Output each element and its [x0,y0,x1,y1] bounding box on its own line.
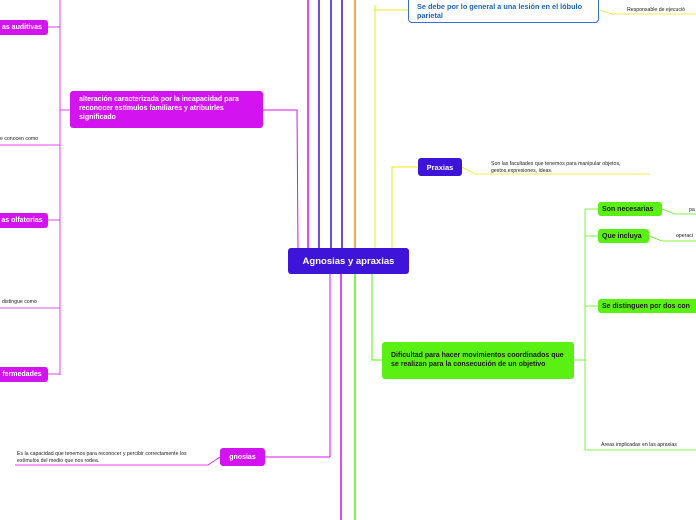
node-agnosias-olfatorias[interactable]: as olfatorias [0,213,48,228]
node-se-distinguen[interactable]: Se distinguen por dos con [598,299,696,313]
node-gnosias[interactable]: gnosias [220,448,265,466]
node-que-incluya[interactable]: Que incluya [598,229,649,243]
text-operaci: operaci [676,233,694,239]
node-enfermedades[interactable]: fermedades [0,367,48,382]
node-alteracion[interactable]: alteración caracterizada por la incapaci… [70,91,263,128]
central-topic[interactable]: Agnosias y apraxias [288,248,409,274]
text-conocen-como: e conocen como [0,136,39,142]
node-son-necesarias[interactable]: Son necesarias [598,202,662,216]
node-praxias[interactable]: Praxias [418,158,462,176]
node-agnosias-auditivas[interactable]: as auditivas [0,20,48,35]
text-distingue-como: distingue como [2,299,37,305]
text-gnosias-definition: Es la capacidad que tenemos para reconoc… [17,451,187,464]
text-praxias-definition: Son las facultades que tenemos para mani… [491,161,621,174]
text-pa: pa [689,207,695,213]
text-areas-implicadas: Áreas implicadas en las apraxias [601,442,677,448]
node-dificultad[interactable]: Dificultad para hacer movimientos coordi… [382,342,574,379]
text-responsable: Responsable de ejecució [627,7,685,13]
node-lesion-parietal[interactable]: Se debe por lo general a una lesión en e… [408,0,599,23]
